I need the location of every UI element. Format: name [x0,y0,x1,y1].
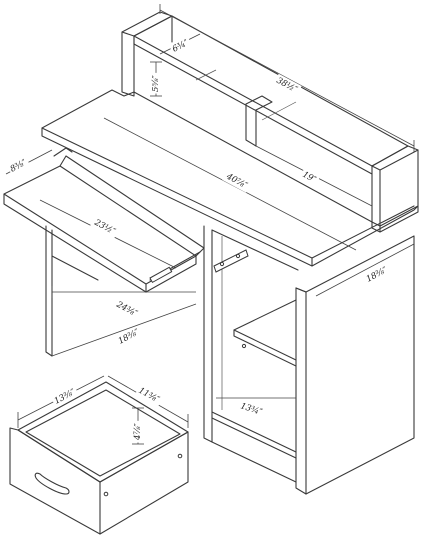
dimension-lines [5,4,415,445]
label-background [115,325,144,348]
label-background [150,72,162,94]
right-cabinet [203,225,415,495]
label-background [222,170,252,193]
label-background [168,35,193,56]
label-background [273,73,302,97]
label-background [51,385,80,408]
dimension-labels: 6¾″ 5⅝″ 38½″ 40⅞″ 19″ 18⅜″ 8⅜″ 23½″ 24⅜″… [7,35,392,443]
hutch [121,11,419,233]
keyboard-tray [3,147,205,293]
label-background [237,399,266,419]
label-background [132,420,144,443]
label-background [90,215,120,239]
dim-hutch-height: 5⅝″ [151,74,161,92]
label-background [135,384,164,407]
label-background [7,156,31,176]
label-background [363,263,392,286]
label-background [299,168,320,187]
dim-drawer-height: 4⅞″ [133,422,143,441]
drawer [9,381,189,535]
label-background [112,298,142,321]
desktop [41,89,419,267]
